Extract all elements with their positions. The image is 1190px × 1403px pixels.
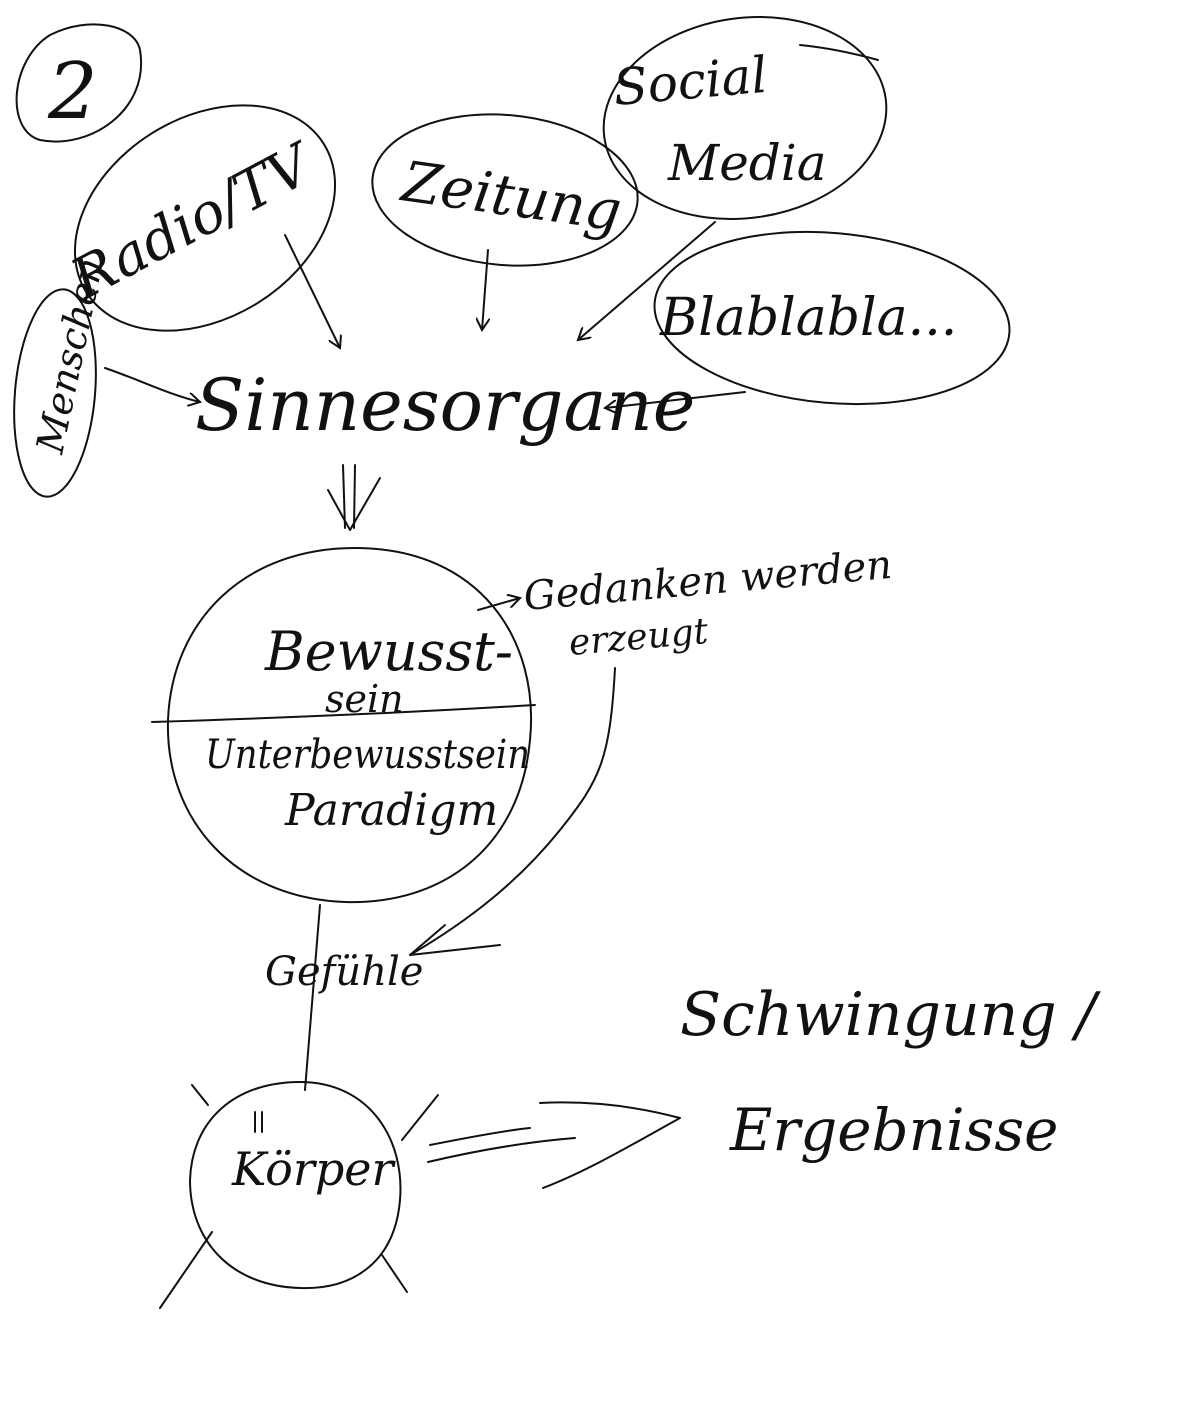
double-arrow-right (427, 1101, 681, 1189)
sinnesorgane-label: Sinnesorgane (195, 363, 695, 447)
source-zeitung: Zeitung (371, 113, 639, 267)
ergebnisse-label: Ergebnisse (729, 1096, 1058, 1164)
sein-label: sein (325, 677, 404, 721)
social-label: Social (611, 46, 770, 117)
input-arrows (104, 221, 746, 408)
gedanken-label: Gedanken werden (522, 542, 894, 620)
double-arrow-down (327, 464, 381, 531)
erzeugt-label: erzeugt (567, 611, 710, 664)
media-label: Media (667, 134, 827, 192)
mind-circle: Bewusst- sein Unterbewusstsein Paradigm (151, 547, 536, 904)
blablabla-label: Blablabla... (659, 288, 957, 348)
koerper-label: Körper (231, 1142, 396, 1196)
number-badge: 2 (15, 23, 143, 143)
bewusstsein-label: Bewusst- (264, 620, 513, 683)
number-label: 2 (47, 47, 98, 137)
koerper-circle: Körper (159, 1081, 439, 1309)
gefuehle-label: Gefühle (265, 949, 423, 995)
menschen-label: Menschen (28, 254, 112, 458)
source-social-media: Social Media (602, 16, 888, 220)
paradigm-label: Paradigm (284, 785, 498, 836)
gefuehle-connector: Gefühle (265, 904, 423, 1091)
source-blablabla: Blablabla... (653, 230, 1011, 406)
zeitung-label: Zeitung (396, 149, 625, 244)
source-menschen: Menschen (13, 254, 112, 498)
unterbewusstsein-label: Unterbewusstsein (205, 732, 530, 778)
schwingung-label: Schwingung / (680, 980, 1102, 1050)
